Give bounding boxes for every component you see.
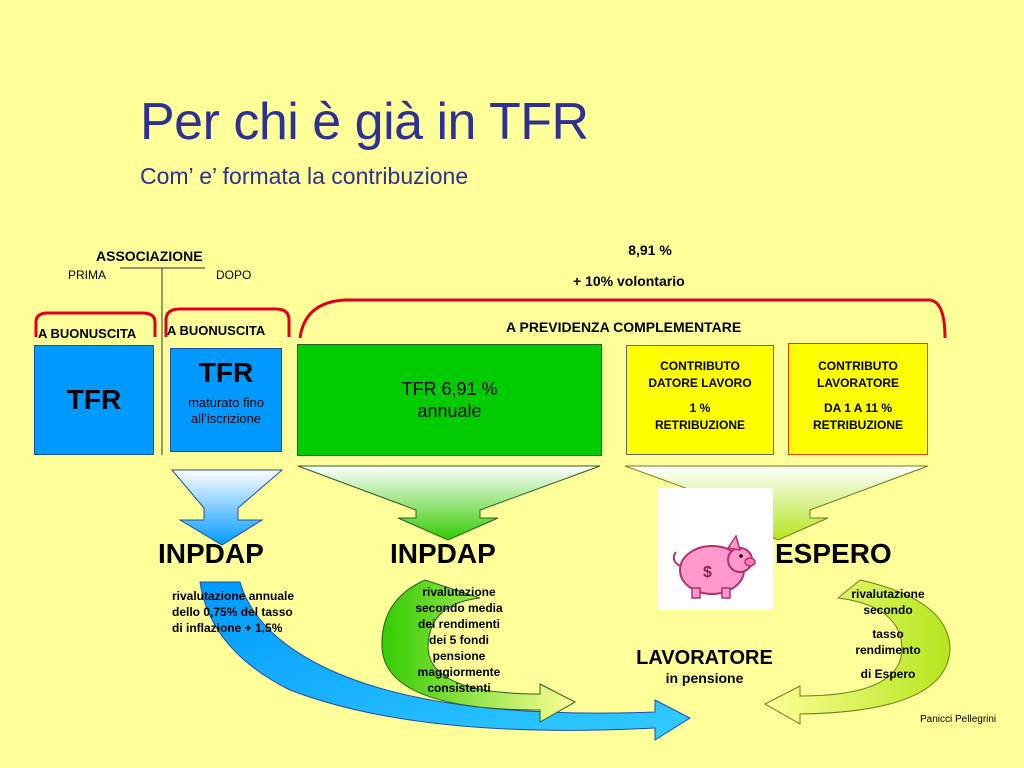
inpdap-2-desc-line: maggiormente bbox=[417, 665, 501, 679]
prima-label: PRIMA bbox=[68, 268, 107, 282]
yellowgreen-uturn-arrow bbox=[763, 579, 951, 725]
inpdap-1-label: INPDAP bbox=[158, 538, 264, 569]
lavoratore-box-line3: DA 1 A 11 % bbox=[823, 401, 893, 415]
rate-line2: + 10% volontario bbox=[573, 273, 685, 289]
lavoratore-subtitle: in pensione bbox=[665, 670, 744, 686]
buonuscita-left-label: A BUONUSCITA bbox=[38, 326, 137, 341]
datore-line2: DATORE LAVORO bbox=[648, 376, 752, 390]
tfr-prima-title: TFR bbox=[66, 384, 122, 415]
espero-description: rivalutazione secondo tasso rendimento d… bbox=[834, 586, 942, 682]
espero-desc-line: di Espero bbox=[860, 667, 916, 681]
brace-right bbox=[298, 298, 947, 339]
piggy-bank-icon: $ bbox=[672, 534, 756, 599]
tfr-dopo-line1: maturato fino bbox=[188, 395, 264, 410]
tfr-dopo-line2: all’iscrizione bbox=[190, 411, 262, 426]
contributo-datore-box: CONTRIBUTO DATORE LAVORO 1 % RETRIBUZION… bbox=[626, 345, 774, 455]
datore-line3: 1 % bbox=[689, 401, 711, 415]
inpdap-2-desc-line: pensione bbox=[432, 649, 486, 663]
datore-line4: RETRIBUZIONE bbox=[655, 418, 745, 432]
lavoratore-box-line2: LAVORATORE bbox=[816, 376, 899, 390]
dopo-label: DOPO bbox=[216, 268, 252, 282]
inpdap-2-description: rivalutazione secondo media dei rendimen… bbox=[400, 584, 518, 696]
page-title: Per chi è già in TFR bbox=[140, 93, 589, 151]
espero-desc-line: rivalutazione bbox=[851, 587, 925, 601]
tfr-dopo-box: TFR maturato fino all’iscrizione bbox=[170, 348, 282, 452]
inpdap-2-desc-line: rivalutazione bbox=[422, 585, 496, 599]
inpdap-2-label: INPDAP bbox=[390, 538, 496, 569]
lavoratore-title: LAVORATORE bbox=[636, 647, 773, 669]
brace-left bbox=[34, 311, 157, 337]
lavoratore-box-line1: CONTRIBUTO bbox=[818, 359, 898, 373]
inpdap-2-desc-line: consistenti bbox=[427, 681, 491, 695]
buonuscita-right-label: A BUONUSCITA bbox=[167, 323, 266, 338]
inpdap-1-description: rivalutazione annuale dello 0,75% del ta… bbox=[172, 588, 337, 636]
green-uturn-arrow bbox=[381, 579, 577, 723]
green-down-arrow bbox=[297, 465, 601, 541]
blue-down-arrow bbox=[170, 469, 284, 546]
previdenza-label: A PREVIDENZA COMPLEMENTARE bbox=[506, 319, 742, 335]
inpdap-2-desc-line: dei 5 fondi bbox=[429, 633, 489, 647]
lavoratore-box-line4: RETRIBUZIONE bbox=[813, 418, 903, 432]
associazione-label: ASSOCIAZIONE bbox=[96, 248, 203, 264]
rate-line1: 8,91 % bbox=[628, 242, 672, 258]
contributo-lavoratore-box: CONTRIBUTO LAVORATORE DA 1 A 11 % RETRIB… bbox=[788, 343, 928, 455]
blue-curve-arrow bbox=[199, 581, 692, 741]
tfr-prima-box: TFR bbox=[34, 345, 154, 455]
espero-desc-line: secondo bbox=[863, 603, 913, 617]
brace-middle bbox=[164, 307, 291, 337]
tfr-691-box: TFR 6,91 % annuale bbox=[297, 344, 602, 456]
inpdap-1-desc-line: di inflazione + 1,5% bbox=[172, 621, 283, 635]
tfr-dopo-title: TFR bbox=[198, 357, 254, 388]
espero-desc-line: tasso bbox=[872, 627, 904, 641]
datore-line1: CONTRIBUTO bbox=[660, 359, 740, 373]
page-subtitle: Com’ e’ formata la contribuzione bbox=[140, 163, 469, 189]
inpdap-1-desc-line: dello 0,75% del tasso bbox=[172, 605, 293, 619]
inpdap-2-desc-line: secondo media bbox=[415, 601, 503, 615]
espero-label: ESPERO bbox=[775, 538, 892, 569]
lavoratore-pensione: LAVORATORE in pensione bbox=[612, 647, 797, 686]
inpdap-1-desc-line: rivalutazione annuale bbox=[172, 589, 295, 603]
tfr-691-line1: TFR 6,91 % bbox=[401, 379, 498, 399]
svg-text:$: $ bbox=[703, 564, 712, 581]
inpdap-2-desc-line: dei rendimenti bbox=[417, 617, 500, 631]
author-credit: Panicci Pellegrini bbox=[920, 714, 997, 725]
tfr-691-line2: annuale bbox=[417, 401, 482, 421]
espero-desc-line: rendimento bbox=[855, 643, 921, 657]
